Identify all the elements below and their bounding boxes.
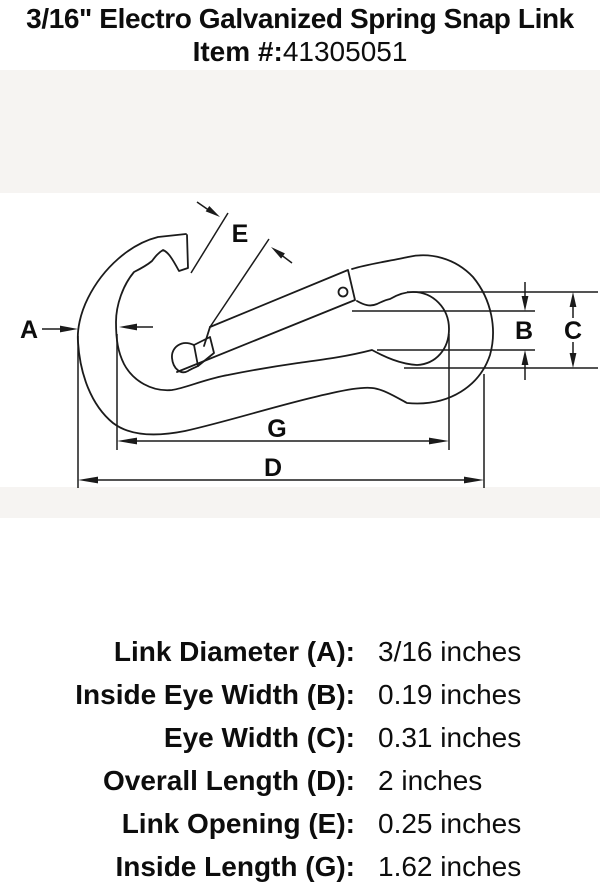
dim-d-arrow-right-icon — [464, 476, 484, 484]
gate-end-cap-line — [203, 326, 211, 347]
spec-label: Inside Length (G): — [115, 851, 355, 882]
dim-label-c: C — [564, 317, 582, 345]
dim-a-arrow-left-icon — [119, 323, 137, 331]
spec-label: Inside Eye Width (B): — [75, 679, 355, 710]
dim-a-arrow-right-icon — [60, 325, 78, 333]
spec-label: Eye Width (C): — [163, 722, 355, 753]
item-number-value: 41305051 — [282, 36, 408, 67]
item-number-label: Item #: — [192, 36, 283, 67]
dim-e-extension-hook-tip — [190, 212, 229, 274]
dim-c-arrow-up-icon — [569, 292, 577, 307]
dim-label-a: A — [20, 316, 38, 344]
page-title: 3/16" Electro Galvanized Spring Snap Lin… — [26, 3, 574, 34]
spec-label: Link Diameter (A): — [113, 636, 355, 667]
spec-table: Link Diameter (A): 3/16 inches Inside Ey… — [0, 630, 600, 885]
dim-e-arrow-lower-icon — [271, 247, 285, 259]
dim-e-extension-gate — [209, 238, 270, 328]
title-block: 3/16" Electro Galvanized Spring Snap Lin… — [0, 0, 600, 67]
gate-rivet-hole — [337, 286, 349, 298]
spec-value: 1.62 inches — [378, 851, 522, 882]
dim-g-arrow-right-icon — [429, 437, 449, 445]
latch-disc — [171, 342, 199, 374]
dimension-c: C — [404, 291, 598, 369]
gate-outline — [176, 269, 356, 373]
dim-g-arrow-left-icon — [117, 437, 137, 445]
dim-c-arrow-down-icon — [569, 353, 577, 368]
spec-value: 0.25 inches — [378, 808, 522, 839]
background-tint-bottom — [0, 487, 600, 518]
dim-b-arrow-down-icon — [521, 296, 529, 311]
spec-row-link-diameter: Link Diameter (A): 3/16 inches — [0, 630, 600, 673]
snap-link-outline — [76, 233, 494, 436]
spec-row-inside-eye-width: Inside Eye Width (B): 0.19 inches — [0, 673, 600, 716]
spec-value: 3/16 inches — [378, 636, 522, 667]
dimension-d: D — [77, 336, 485, 488]
dimension-a: A — [20, 316, 153, 344]
spec-row-inside-length: Inside Length (G): 1.62 inches — [0, 845, 600, 885]
dimension-g: G — [116, 334, 450, 450]
spec-value: 2 inches — [378, 765, 483, 796]
spec-row-eye-width: Eye Width (C): 0.31 inches — [0, 716, 600, 759]
background-tint-top — [0, 70, 600, 193]
spec-value: 0.31 inches — [378, 722, 522, 753]
spec-label: Link Opening (E): — [121, 808, 355, 839]
item-number-line: Item #:41305051 — [0, 36, 600, 67]
latch-collar — [193, 336, 215, 367]
dim-label-g: G — [267, 415, 286, 443]
spec-row-link-opening: Link Opening (E): 0.25 inches — [0, 802, 600, 845]
hook-outer-and-eye-outline — [76, 233, 494, 436]
dim-label-d: D — [264, 454, 282, 482]
dim-d-arrow-left-icon — [78, 476, 98, 484]
spec-value: 0.19 inches — [378, 679, 522, 710]
dim-label-e: E — [232, 220, 249, 248]
dimension-b: B — [352, 282, 535, 380]
spec-row-overall-length: Overall Length (D): 2 inches — [0, 759, 600, 802]
dim-b-arrow-up-icon — [521, 350, 529, 365]
snap-link-technical-drawing: A E B — [0, 70, 600, 518]
dimension-e: E — [190, 201, 293, 328]
dim-label-b: B — [515, 317, 533, 345]
dim-e-arrow-upper-icon — [205, 206, 220, 217]
eye-inner-and-hook-inner-outline — [115, 234, 450, 392]
spec-label: Overall Length (D): — [102, 765, 355, 796]
